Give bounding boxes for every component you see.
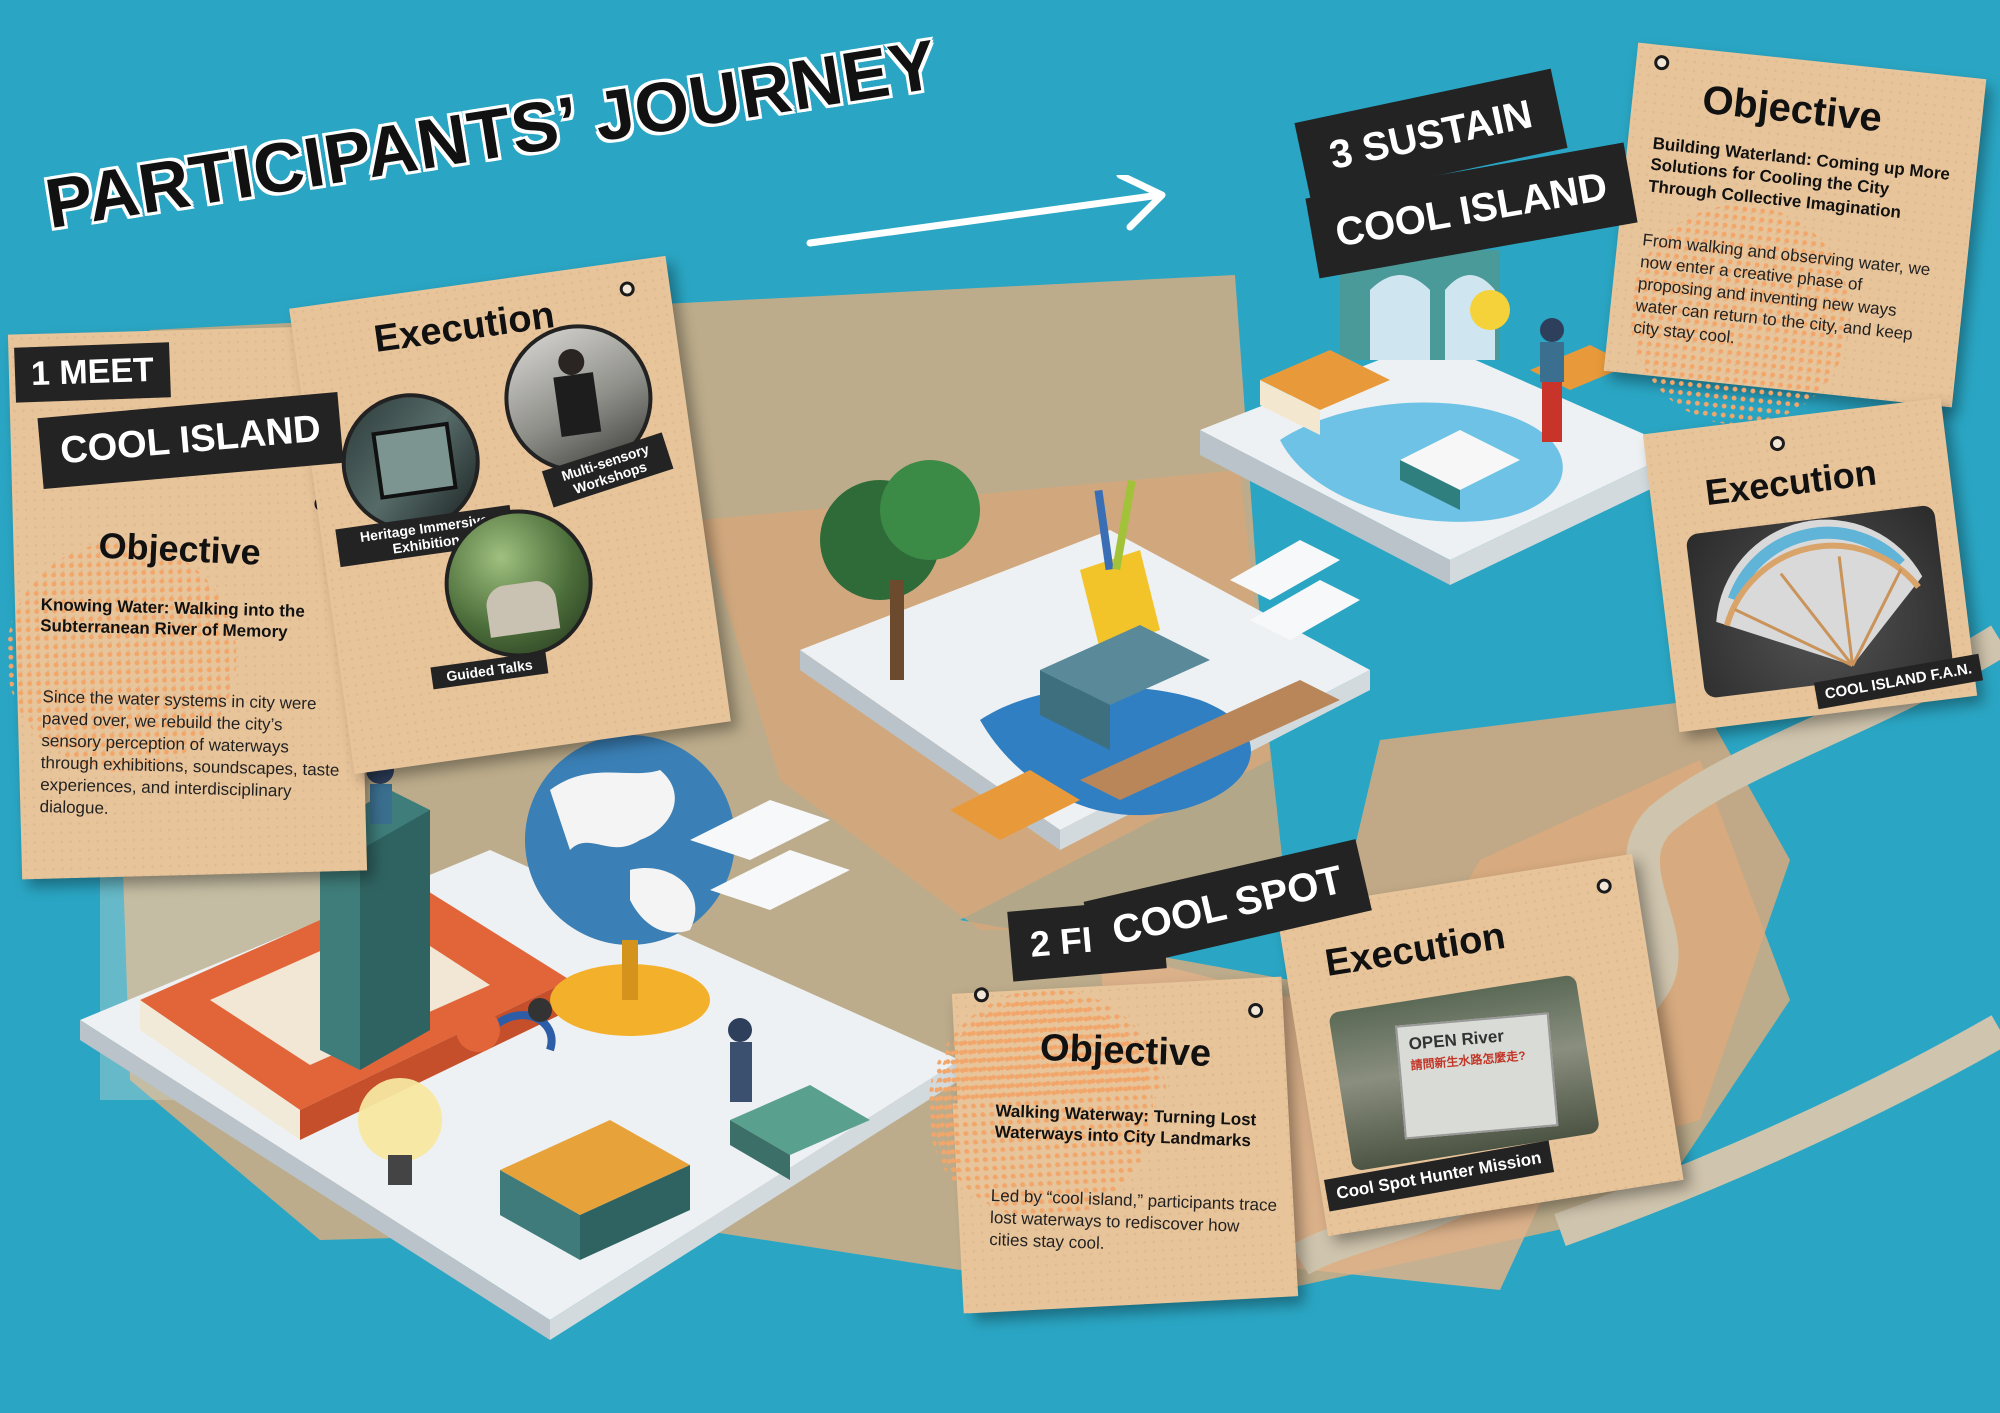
stage3-illustration xyxy=(1200,250,1680,585)
stage2-execution-heading: Execution xyxy=(1322,915,1509,985)
pin-icon xyxy=(1595,877,1613,895)
stage1-objective-subtitle: Knowing Water: Walking into the Subterra… xyxy=(39,595,306,642)
stage3-execution-card: Execution xyxy=(1642,397,1978,733)
stage3-objective-subtitle: Building Waterland: Coming up More Solut… xyxy=(1647,133,1951,222)
stage2-objective-body: Led by “cool island,” participants trace… xyxy=(989,1185,1278,1254)
stage3-photo-fan xyxy=(1685,504,1954,699)
stage3-execution-heading: Execution xyxy=(1702,451,1879,514)
map-bag: OPEN River 請問新生水路怎麼走? xyxy=(1395,1012,1559,1140)
stage1-objective-heading: Objective xyxy=(97,524,262,573)
stage3-objective-heading: Objective xyxy=(1700,77,1884,141)
pin-icon xyxy=(1247,1002,1264,1019)
stage2-illustration xyxy=(800,460,1370,850)
pin-icon xyxy=(618,280,636,298)
stage1-illustration xyxy=(80,735,960,1340)
stage1-objective-body: Since the water systems in city were pav… xyxy=(39,687,340,819)
stage2-photo-mission: OPEN River 請問新生水路怎麼走? xyxy=(1328,974,1601,1172)
arrow-right-icon xyxy=(806,175,1166,247)
stage1-execution-card: Execution Heritage Immersive Exhibition … xyxy=(289,255,731,775)
stage2-objective-heading: Objective xyxy=(1039,1027,1212,1075)
pin-icon xyxy=(1769,435,1786,452)
fan-icon xyxy=(1716,519,1923,667)
pin-icon xyxy=(973,986,990,1003)
stage3-objective-card: Objective Building Waterland: Coming up … xyxy=(1603,42,1987,436)
pin-icon xyxy=(1653,54,1670,71)
stage1-caption-guided-talks: Guided Talks xyxy=(430,651,549,690)
stage1-label-meet: 1 MEET xyxy=(14,342,171,403)
